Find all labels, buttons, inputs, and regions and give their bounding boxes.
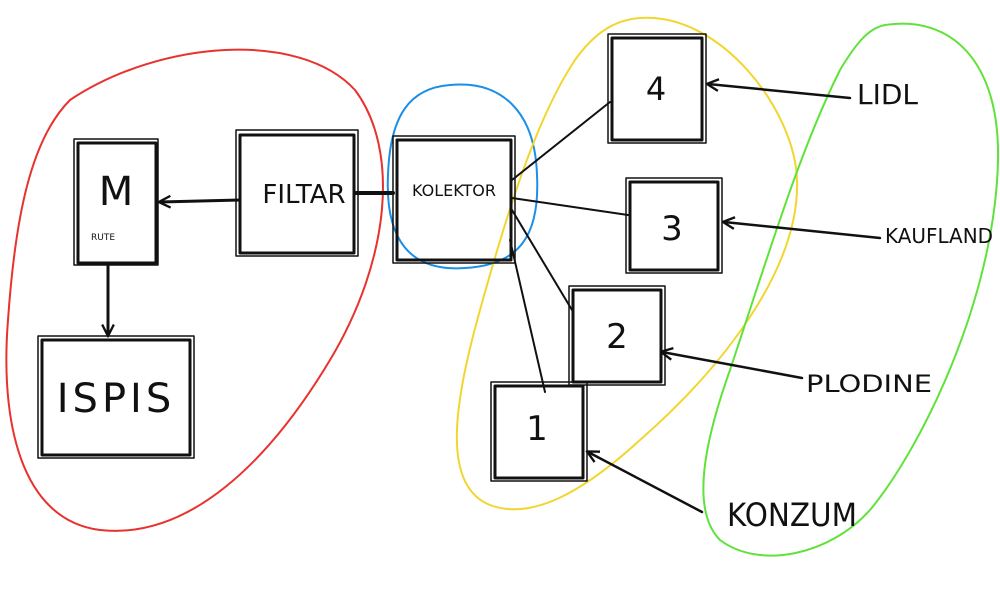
box1-to-kolektor-line [509, 239, 546, 393]
kaufland-label: KAUFLAND [885, 224, 993, 248]
box-4-node[interactable]: 4 [607, 33, 707, 144]
box3-to-kolektor-line [511, 197, 629, 216]
box-3-node[interactable]: 3 [625, 177, 723, 274]
m-node[interactable]: M RUTE [73, 138, 159, 266]
konzum-label: KONZUM [727, 496, 857, 534]
kaufland-to-box3-arrow [724, 222, 882, 240]
box-1-node[interactable]: 1 [490, 381, 588, 482]
sources-group-outline [702, 22, 1000, 557]
konzum-to-box1-arrow [588, 452, 704, 514]
box4-to-kolektor-line [511, 101, 611, 181]
collector-group-outline [386, 83, 539, 270]
box2-to-kolektor-line [511, 209, 573, 311]
kolektor-label: KOLEKTOR [412, 181, 496, 200]
lidl-to-box4-arrow [708, 84, 852, 100]
box-2-label: 2 [606, 317, 628, 357]
filtar-to-m-arrow [160, 200, 242, 202]
m-label: M [99, 169, 134, 215]
lidl-label: LIDL [857, 78, 918, 111]
m-sublabel: RUTE [91, 233, 115, 243]
filtar-node[interactable]: FILTAR [235, 129, 359, 257]
box-3-label: 3 [661, 209, 683, 249]
box-2-node[interactable]: 2 [568, 285, 666, 386]
ispis-node[interactable]: ISPIS [37, 335, 195, 459]
kolektor-node[interactable]: KOLEKTOR [392, 135, 516, 264]
output-group-outline [5, 48, 384, 532]
box-1-label: 1 [526, 409, 548, 449]
filtar-label: FILTAR [262, 180, 345, 210]
plodine-label: PLODINE [806, 370, 932, 398]
box-4-label: 4 [646, 70, 666, 108]
ispis-label: ISPIS [57, 376, 176, 422]
plodine-to-box2-arrow [662, 352, 804, 380]
